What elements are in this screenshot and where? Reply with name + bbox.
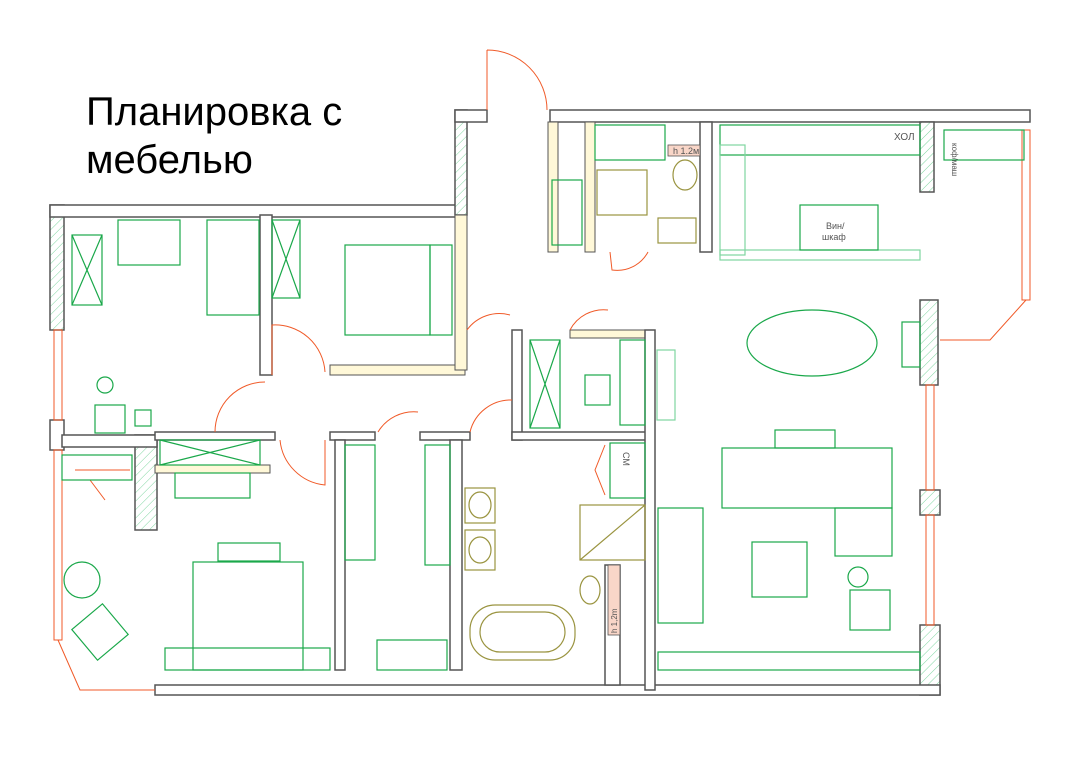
- label-height-wc: h 1.2м: [673, 146, 699, 156]
- label-height-bath: h 1,2m: [610, 608, 619, 633]
- furniture: [61, 124, 1025, 671]
- label-coffee-machine: коф/маш: [950, 143, 959, 176]
- walls: [49, 109, 1031, 696]
- windows: [53, 129, 1031, 691]
- plumbing: [464, 159, 698, 661]
- label-wine-2: шкаф: [822, 232, 846, 242]
- label-washing-machine: СМ: [621, 452, 631, 466]
- plan-title: Планировка с мебелью: [86, 90, 343, 182]
- doors: [75, 49, 649, 501]
- label-wine-1: Вин/: [826, 221, 845, 231]
- label-hall: ХОЛ: [894, 132, 915, 143]
